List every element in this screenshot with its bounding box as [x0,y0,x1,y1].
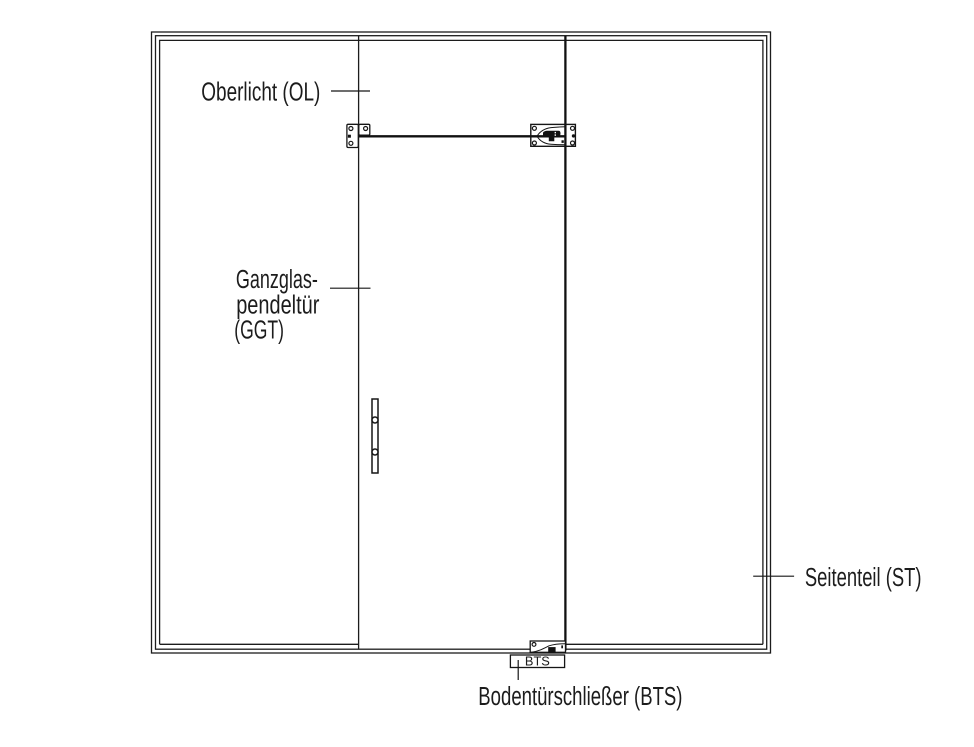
svg-text:Oberlicht (OL): Oberlicht (OL) [201,79,320,107]
svg-text:Ganzglas-: Ganzglas- [236,266,318,294]
svg-text:Seitenteil (ST): Seitenteil (ST) [805,564,922,592]
svg-text:pendeltür: pendeltür [236,291,320,319]
svg-text:BTS: BTS [525,654,550,669]
svg-text:(GGT): (GGT) [234,317,284,345]
svg-text:Bodentürschließer (BTS): Bodentürschließer (BTS) [478,683,682,711]
